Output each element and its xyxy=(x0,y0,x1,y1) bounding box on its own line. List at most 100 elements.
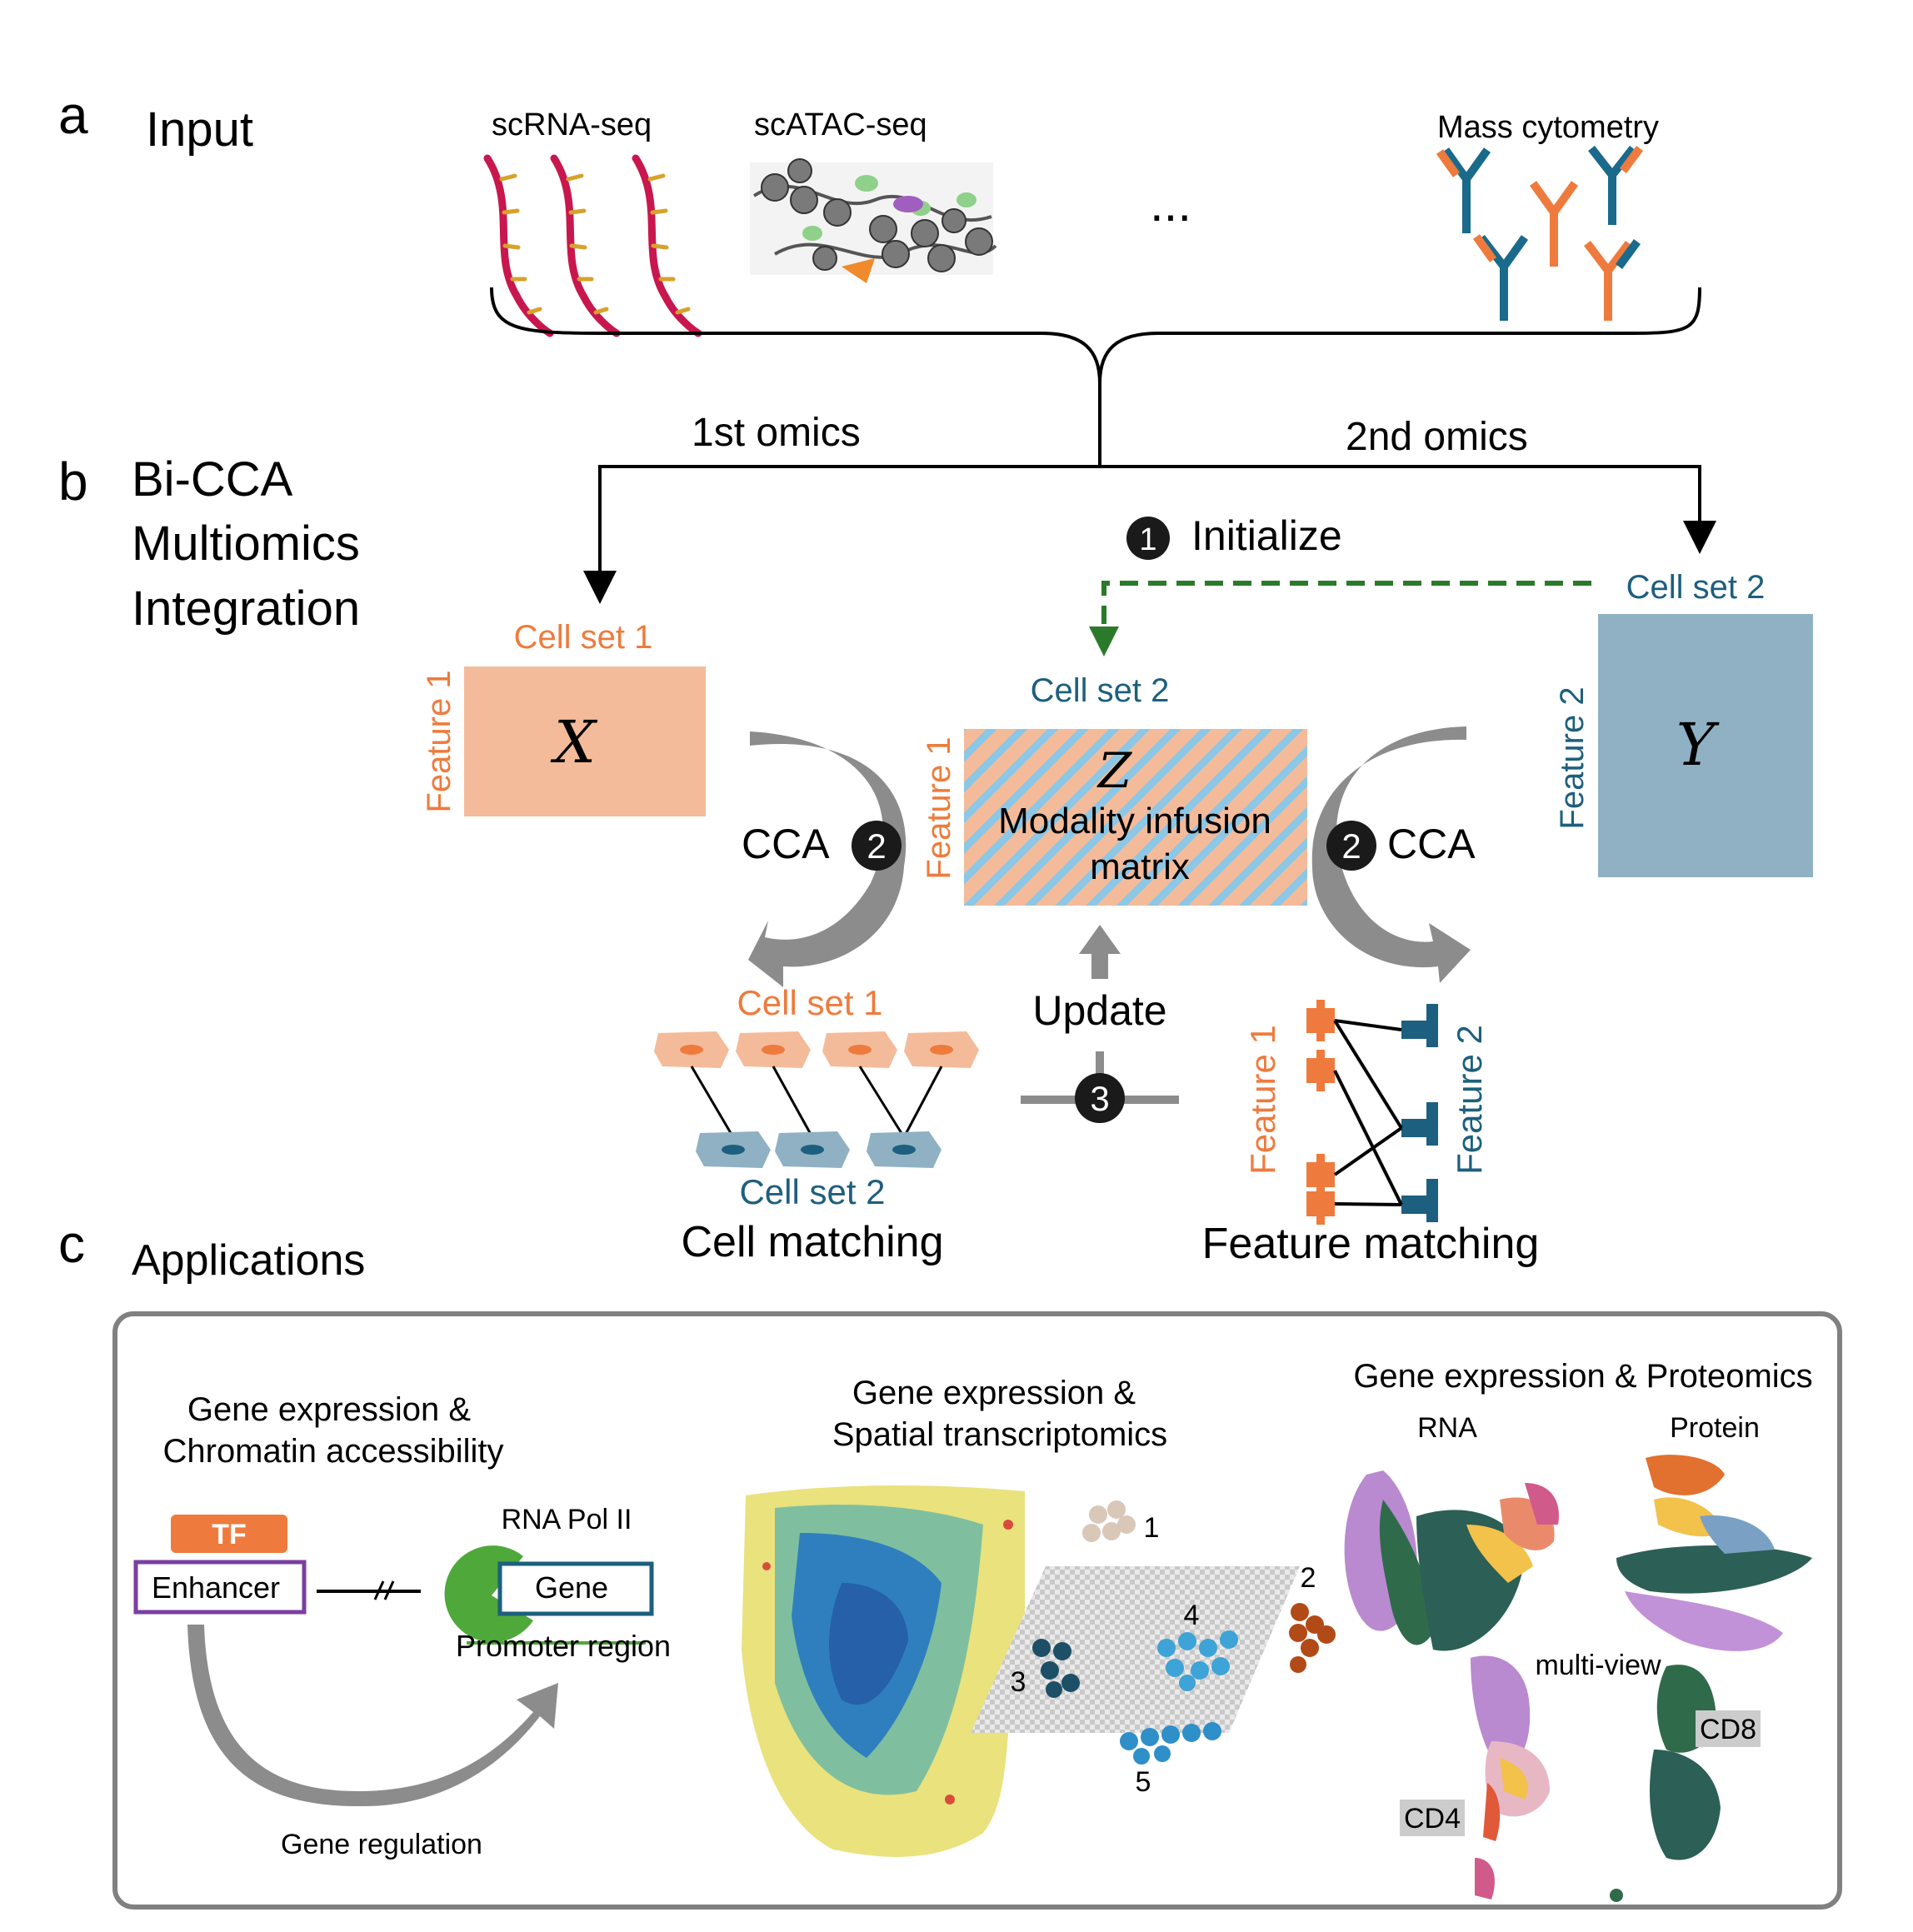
step2-left-number: 2 xyxy=(867,826,886,866)
input-brace xyxy=(490,287,1701,384)
cd4-label: CD4 xyxy=(1404,1803,1461,1835)
cell-match-lines xyxy=(690,1066,943,1138)
featmatch-left-label: Feature 1 xyxy=(1243,1025,1282,1175)
proteomics-title: Gene expression & Proteomics xyxy=(1353,1358,1812,1395)
step1-number: 1 xyxy=(1139,522,1156,557)
cca-right-label: CCA xyxy=(1387,821,1476,867)
second-omics-label: 2nd omics xyxy=(1346,415,1528,459)
panel-b-letter: b xyxy=(58,452,88,512)
step3-badge xyxy=(1075,1073,1125,1123)
tf-label: TF xyxy=(212,1519,247,1550)
chromatin-title-line1: Gene expression & xyxy=(187,1391,472,1428)
cluster5-spheres xyxy=(1120,1722,1221,1765)
initialize-dashed-arrow xyxy=(1089,581,1591,656)
matrix-y xyxy=(1598,614,1813,877)
cluster-label-4: 4 xyxy=(1184,1600,1200,1631)
cd4-badge xyxy=(1400,1800,1465,1836)
feature-match-lines xyxy=(1333,1019,1403,1206)
mass-cytometry-label: Mass cytometry xyxy=(1437,110,1659,145)
spatial-title-line2: Spatial transcriptomics xyxy=(832,1416,1167,1453)
y-feature-label: Feature 2 xyxy=(1554,686,1591,829)
gene-regulation-label: Gene regulation xyxy=(281,1829,482,1860)
enhancer-box xyxy=(133,1560,307,1615)
cd8-label: CD8 xyxy=(1700,1714,1756,1745)
cca-left-label: CCA xyxy=(742,821,830,867)
first-omics-label: 1st omics xyxy=(692,411,861,455)
ellipsis-label: ... xyxy=(1150,176,1191,232)
cellmatch-top-label: Cell set 1 xyxy=(737,983,882,1022)
panel-a-letter: a xyxy=(58,85,88,145)
matrix-x-symbol: X xyxy=(550,708,598,776)
rna-umap xyxy=(1344,1470,1559,1651)
gene-box xyxy=(497,1561,654,1616)
enhancer-label: Enhancer xyxy=(152,1570,280,1605)
spatial-tissue-map xyxy=(742,1485,1025,1857)
step2-right-badge xyxy=(1326,821,1376,871)
matrix-x xyxy=(464,666,706,816)
cluster3-spheres xyxy=(1032,1639,1080,1698)
protein-label: Protein xyxy=(1670,1412,1760,1444)
antibodies-icon xyxy=(1436,145,1644,321)
z-cellset-label: Cell set 2 xyxy=(1031,672,1170,709)
cluster-label-3: 3 xyxy=(1011,1666,1026,1698)
polii-label: RNA Pol II xyxy=(502,1504,632,1535)
x-cellset-label: Cell set 1 xyxy=(514,619,653,656)
multiview-label: multi-view xyxy=(1535,1650,1661,1681)
cd8-badge xyxy=(1696,1710,1761,1747)
cluster-label-1: 1 xyxy=(1144,1512,1160,1544)
first-omics-arrow xyxy=(583,465,1100,604)
scatac-label: scATAC-seq xyxy=(754,107,927,142)
cell-set2-cells xyxy=(696,1131,942,1168)
panel-b-title-line2: Multiomics xyxy=(132,517,360,571)
feature1-symbols xyxy=(1306,1000,1335,1225)
update-label: Update xyxy=(1032,987,1166,1034)
scrna-label: scRNA-seq xyxy=(492,107,652,142)
panel-c-letter: c xyxy=(58,1214,85,1274)
tf-box xyxy=(171,1515,287,1553)
step2-right-number: 2 xyxy=(1341,826,1361,866)
step1-badge xyxy=(1126,517,1170,560)
cell-set1-cells xyxy=(654,1031,979,1068)
panel-b-title-line1: Bi-CCA xyxy=(132,452,293,507)
matrix-y-symbol: Y xyxy=(1676,711,1720,779)
panel-a-title: Input xyxy=(146,102,253,157)
chromatin-icon xyxy=(750,158,997,283)
applications-box xyxy=(112,1311,1842,1910)
step3-number: 3 xyxy=(1090,1079,1109,1118)
cellmatch-bottom-label: Cell set 2 xyxy=(739,1172,885,1211)
matrix-z-symbol: Z xyxy=(1096,742,1133,799)
cluster1-spheres xyxy=(1082,1500,1136,1542)
cluster4-spheres xyxy=(1157,1630,1238,1691)
step2-left-badge xyxy=(852,821,902,871)
chromatin-title-line2: Chromatin accessibility xyxy=(162,1433,503,1470)
multiview-cd8-umap xyxy=(1610,1665,1721,1902)
matrix-z-line1: Modality infusion xyxy=(998,801,1271,841)
matrix-z xyxy=(964,729,1307,906)
cluster-label-2: 2 xyxy=(1301,1562,1316,1594)
y-cellset-label: Cell set 2 xyxy=(1626,569,1766,606)
second-omics-arrow xyxy=(1100,465,1716,554)
multiview-cd4-umap xyxy=(1471,1655,1550,1900)
x-feature-label: Feature 1 xyxy=(421,670,457,812)
update-arrow xyxy=(1079,925,1121,979)
rna-strands-icon xyxy=(483,154,702,337)
z-feature-label: Feature 1 xyxy=(921,736,957,879)
cca-right-arrow xyxy=(1311,726,1471,983)
cell-matching-title: Cell matching xyxy=(681,1218,943,1266)
feature2-symbols xyxy=(1401,1004,1438,1222)
gene-label: Gene xyxy=(535,1570,608,1605)
panel-c-title: Applications xyxy=(132,1236,365,1285)
rna-label: RNA xyxy=(1417,1412,1477,1444)
feature-matching-title: Feature matching xyxy=(1202,1220,1540,1268)
cluster-label-5: 5 xyxy=(1136,1766,1151,1798)
protein-umap xyxy=(1616,1455,1812,1651)
panel-b-title-line3: Integration xyxy=(132,582,360,636)
promoter-label: Promoter region xyxy=(456,1629,671,1663)
cluster2-spheres xyxy=(1289,1603,1336,1673)
featmatch-right-label: Feature 2 xyxy=(1450,1025,1489,1175)
matrix-z-line2: matrix xyxy=(1090,846,1190,887)
cca-left-arrow xyxy=(748,731,907,987)
spatial-title-line1: Gene expression & xyxy=(852,1375,1136,1411)
